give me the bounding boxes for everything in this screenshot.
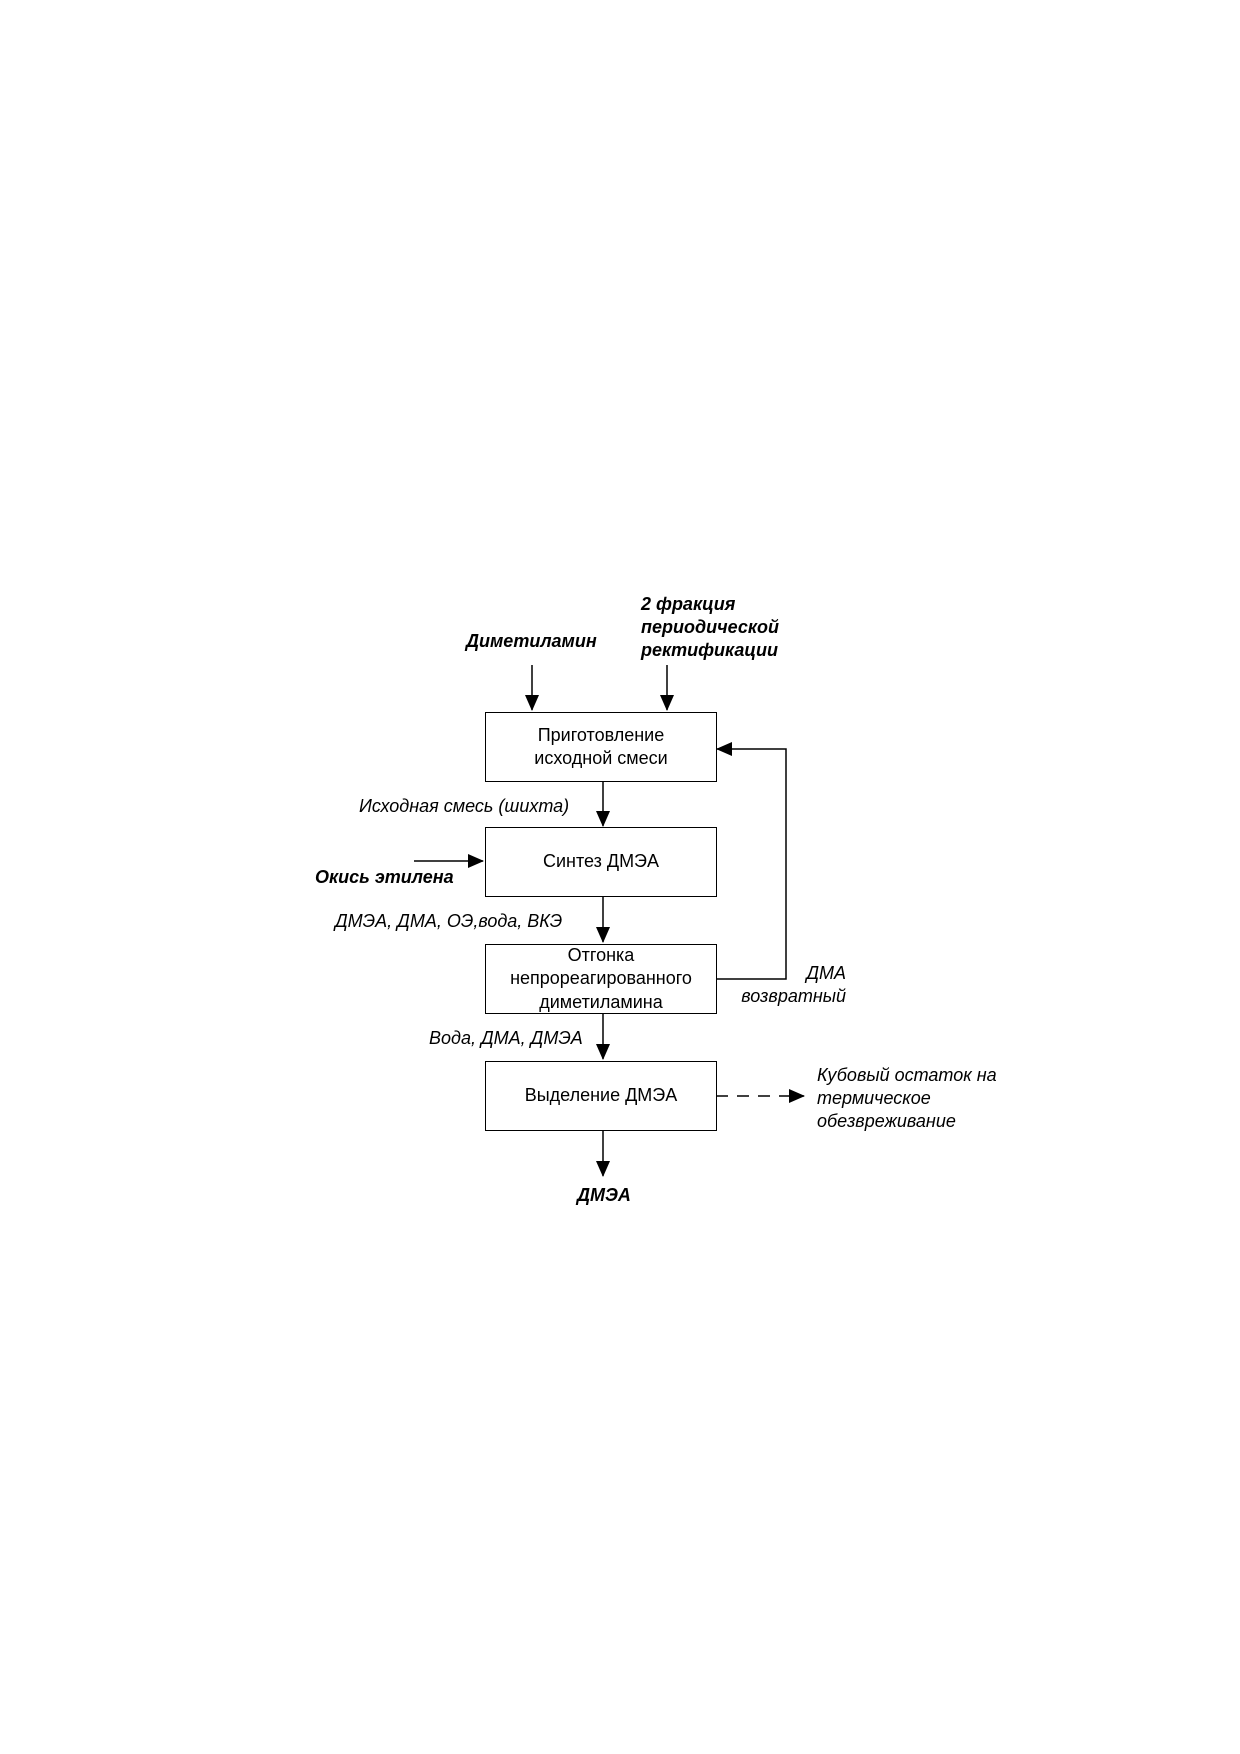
label-fraction-input: 2 фракция периодической ректификации bbox=[641, 594, 779, 661]
label-stream-dma-recycle: ДМА возвратный bbox=[741, 963, 846, 1007]
label-stream-residue: Кубовый остаток на термическое обезврежи… bbox=[817, 1065, 997, 1132]
label-stream-synthesis-output: ДМЭА, ДМА, ОЭ,вода, ВКЭ bbox=[335, 911, 563, 931]
label-dimethylamine-input: Диметиламин bbox=[466, 631, 597, 651]
block-dmea-isolation-label: Выделение ДМЭА bbox=[524, 1085, 678, 1106]
block-dma-stripping: Отгонка непрореагированного диметиламина bbox=[485, 944, 717, 1014]
label-stream-feed: Исходная смесь (шихта) bbox=[359, 796, 570, 816]
label-product-dmea: ДМЭА bbox=[577, 1185, 631, 1205]
block-mixture-preparation: Приготовление исходной смеси bbox=[485, 712, 717, 782]
label-ethylene-oxide-input: Окись этилена bbox=[315, 867, 454, 887]
arrow-dma-recycle bbox=[716, 742, 787, 980]
block-dma-stripping-label: Отгонка непрореагированного диметиламина bbox=[510, 945, 692, 1012]
block-dmea-synthesis: Синтез ДМЭА bbox=[485, 827, 717, 897]
label-stream-stripping-output: Вода, ДМА, ДМЭА bbox=[429, 1028, 583, 1048]
block-dmea-synthesis-label: Синтез ДМЭА bbox=[542, 851, 660, 872]
block-mixture-preparation-label: Приготовление исходной смеси bbox=[534, 724, 668, 768]
block-dmea-isolation: Выделение ДМЭА bbox=[485, 1061, 717, 1131]
